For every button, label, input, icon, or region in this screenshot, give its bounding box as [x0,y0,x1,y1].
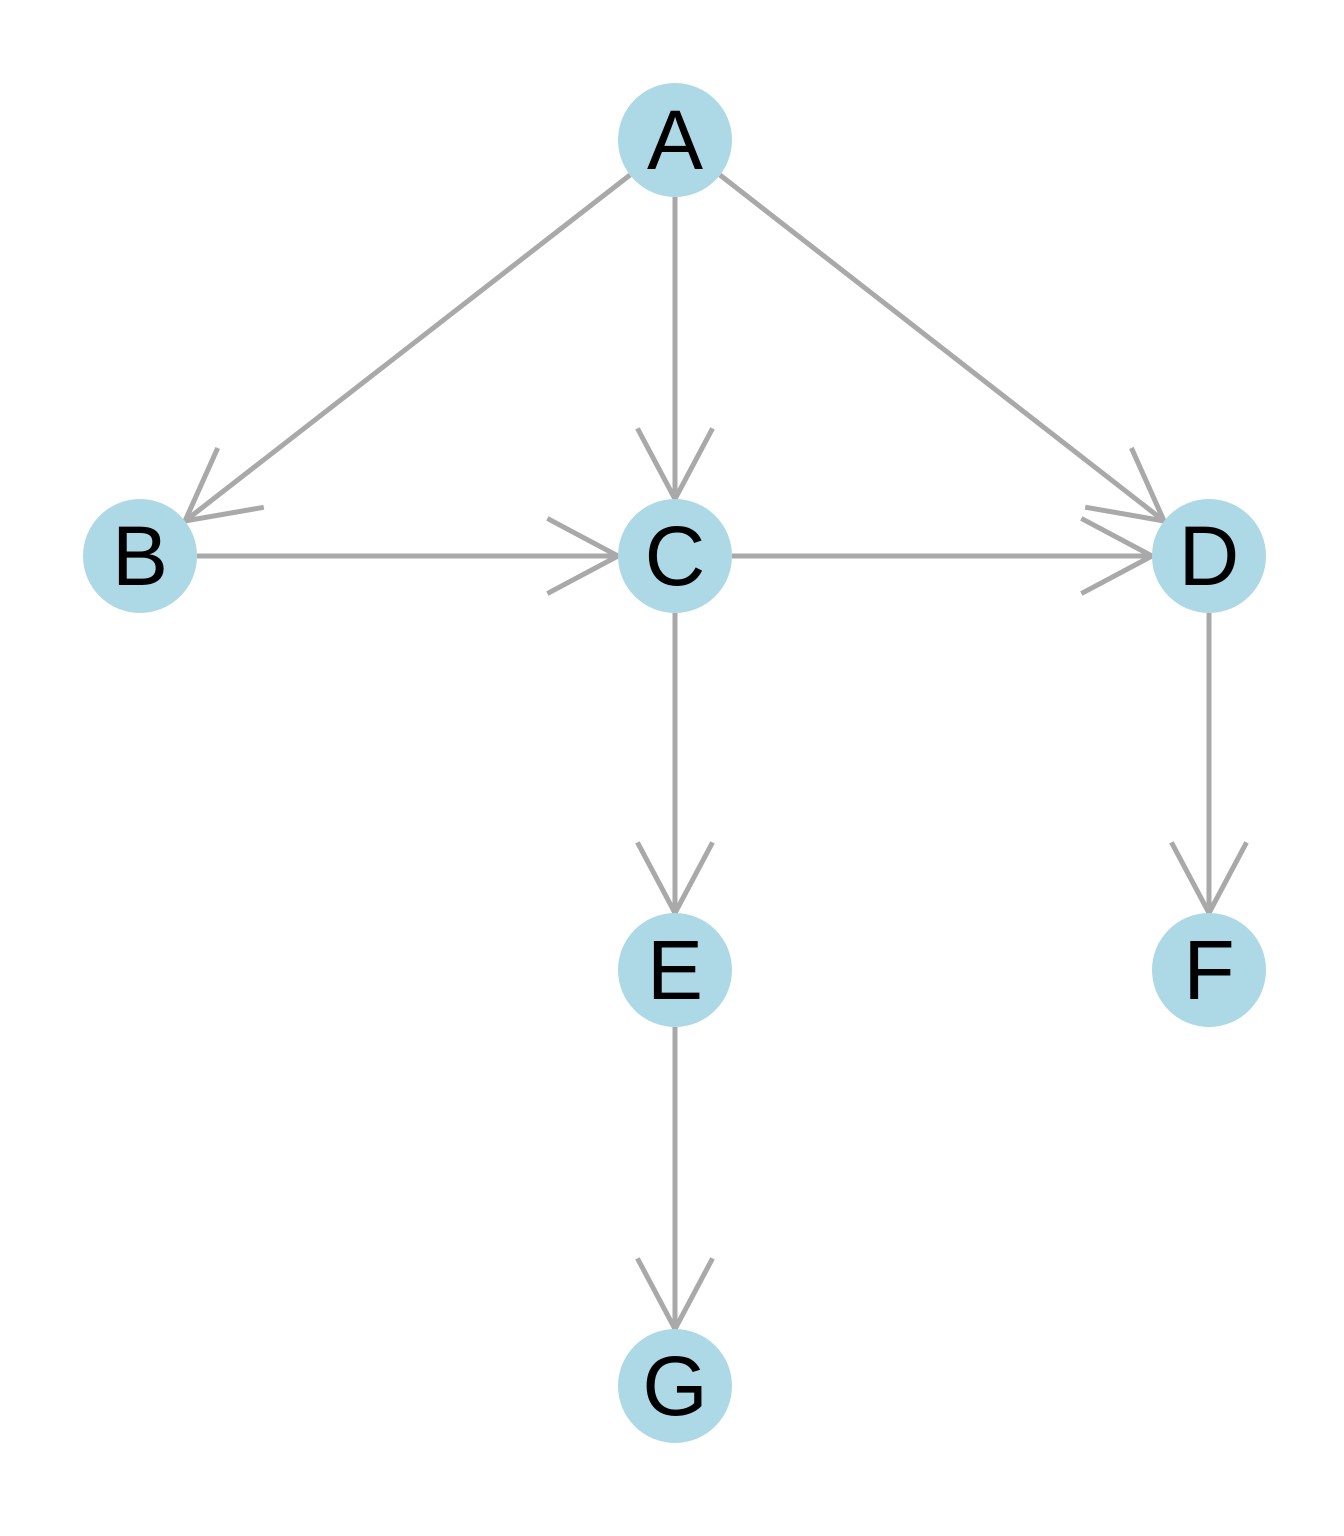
node-label: F [1183,923,1234,1017]
node-b: B [83,499,197,613]
node-circle [1152,913,1266,1027]
node-label: D [1179,509,1240,603]
node-d: D [1152,499,1266,613]
node-a: A [618,83,732,197]
node-label: E [647,923,703,1017]
node-circle [618,499,732,613]
node-label: G [642,1339,707,1433]
node-e: E [618,913,732,1027]
node-circle [618,1329,732,1443]
edge-line [183,173,632,523]
node-g: G [618,1329,732,1443]
edge-line [718,173,1166,523]
node-f: F [1152,913,1266,1027]
node-label: C [645,509,706,603]
node-circle [618,913,732,1027]
node-c: C [618,499,732,613]
node-label: A [647,93,703,187]
node-circle [618,83,732,197]
node-circle [83,499,197,613]
nodes-layer: A B C D E F G [83,83,1266,1443]
node-circle [1152,499,1266,613]
node-label: B [112,509,168,603]
